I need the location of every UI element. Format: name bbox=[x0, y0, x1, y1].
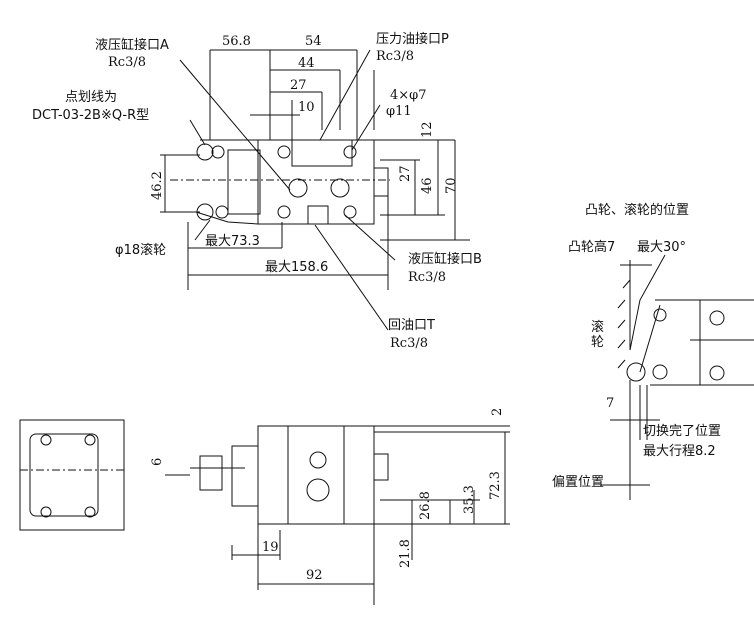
label-port-a: 液压缸接口A bbox=[95, 38, 169, 53]
valve-body-top bbox=[257, 139, 375, 225]
dim-26-8: 26.8 bbox=[418, 491, 433, 520]
dim-54: 54 bbox=[305, 34, 322, 49]
label-holes2: φ11 bbox=[386, 104, 412, 119]
dim-27-vertical: 27 bbox=[398, 165, 413, 182]
label-holes1: 4×φ7 bbox=[390, 88, 427, 103]
dim-2: 2 bbox=[490, 407, 505, 416]
label-roller-vertical: 滚轮 bbox=[591, 320, 605, 350]
dim-92: 92 bbox=[306, 568, 323, 583]
valve-side-view bbox=[19, 419, 125, 531]
valve-body-front bbox=[257, 425, 375, 525]
dim-max-158-6: 最大158.6 bbox=[265, 260, 329, 275]
label-max-angle: 最大30° bbox=[637, 240, 687, 255]
label-rc-a: Rc3/8 bbox=[108, 55, 146, 70]
label-dashed-note1: 点划线为 bbox=[65, 90, 118, 105]
dim-10: 10 bbox=[298, 100, 315, 115]
label-rc-p: Rc3/8 bbox=[376, 49, 414, 64]
dim-46-2: 46.2 bbox=[150, 171, 165, 200]
label-port-b: 液压缸接口B bbox=[408, 252, 482, 267]
dim-21-8: 21.8 bbox=[398, 539, 413, 568]
label-rc-t: Rc3/8 bbox=[390, 336, 428, 351]
label-offset-position: 偏置位置 bbox=[552, 475, 605, 490]
label-roller: φ18滚轮 bbox=[115, 243, 167, 258]
label-port-t: 回油口T bbox=[388, 318, 435, 333]
dim-19: 19 bbox=[262, 540, 279, 555]
label-max-stroke: 最大行程8.2 bbox=[643, 444, 716, 459]
dim-7: 7 bbox=[606, 396, 615, 411]
dim-35-3: 35.3 bbox=[462, 485, 477, 514]
dim-56-8: 56.8 bbox=[222, 34, 251, 49]
dim-44: 44 bbox=[298, 56, 315, 71]
dim-72-3: 72.3 bbox=[488, 471, 503, 500]
dim-70: 70 bbox=[444, 177, 459, 194]
label-port-p: 压力油接口P bbox=[376, 32, 449, 47]
label-switch-done: 切换完了位置 bbox=[643, 424, 722, 439]
dim-27: 27 bbox=[290, 78, 307, 93]
label-cam-height: 凸轮高7 bbox=[568, 240, 616, 255]
dim-46: 46 bbox=[420, 177, 435, 194]
dim-max-73-3: 最大73.3 bbox=[205, 234, 260, 249]
label-rc-b: Rc3/8 bbox=[408, 270, 446, 285]
label-dashed-note2: DCT-03-2B※Q-R型 bbox=[32, 108, 150, 123]
dim-6: 6 bbox=[150, 457, 165, 466]
cam-title: 凸轮、滚轮的位置 bbox=[585, 203, 690, 218]
dim-12: 12 bbox=[420, 121, 435, 138]
